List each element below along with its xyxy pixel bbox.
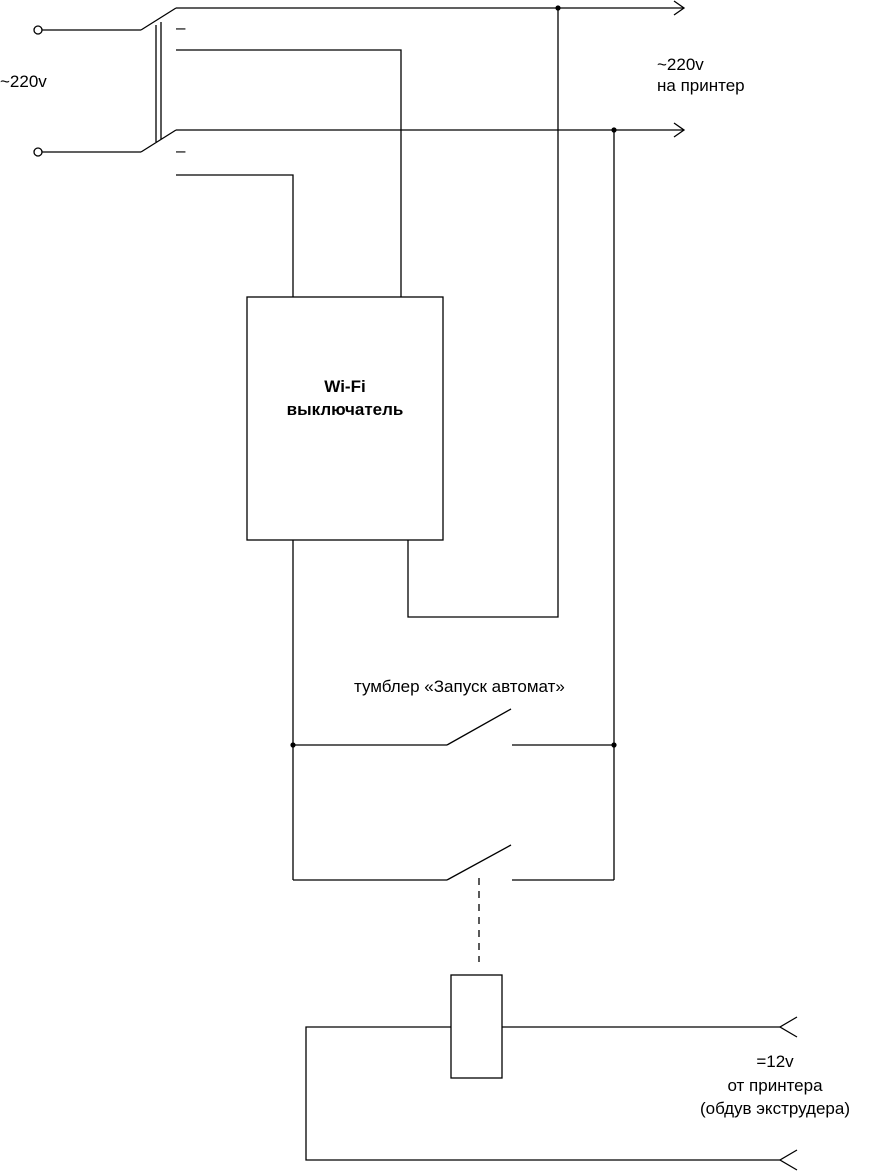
contact-mark-bottom: – bbox=[176, 141, 186, 160]
contact-mark-top: – bbox=[176, 18, 186, 37]
module-out-wire bbox=[407, 8, 559, 618]
feed-wire-b bbox=[176, 174, 294, 297]
arrow-bottom bbox=[673, 122, 686, 138]
dc-purpose-label: (обдув экструдера) bbox=[700, 1099, 850, 1118]
dc-connector-bottom bbox=[778, 1149, 798, 1171]
switch-blade-bottom bbox=[140, 129, 177, 153]
coil-wire-left bbox=[305, 1026, 780, 1161]
input-terminal-bottom bbox=[33, 147, 43, 157]
input-voltage-label: ~220v bbox=[0, 72, 47, 91]
output-voltage-label: ~220v bbox=[657, 55, 704, 74]
relay-coil bbox=[450, 974, 503, 1079]
feed-wire-a bbox=[176, 49, 402, 297]
toggle-switch-label: тумблер «Запуск автомат» bbox=[354, 677, 565, 696]
junction-toggle-right bbox=[611, 742, 617, 748]
junction-top bbox=[555, 5, 561, 11]
junction-bottom bbox=[611, 127, 617, 133]
junction-toggle-left bbox=[290, 742, 296, 748]
switch-blade-top bbox=[140, 7, 177, 31]
input-terminal-top bbox=[33, 25, 43, 35]
wifi-module-title: Wi-Fi bbox=[324, 377, 366, 396]
output-target-label: на принтер bbox=[657, 76, 745, 95]
wifi-module-subtitle: выключатель bbox=[286, 400, 404, 419]
dc-voltage-label: =12v bbox=[756, 1052, 794, 1071]
relay-contact-blade bbox=[446, 844, 512, 881]
dc-source-label: от принтера bbox=[727, 1076, 823, 1095]
dc-connector-top bbox=[778, 1016, 798, 1038]
wifi-module-box bbox=[246, 296, 444, 541]
toggle-blade bbox=[446, 708, 512, 746]
arrow-top bbox=[673, 0, 686, 16]
